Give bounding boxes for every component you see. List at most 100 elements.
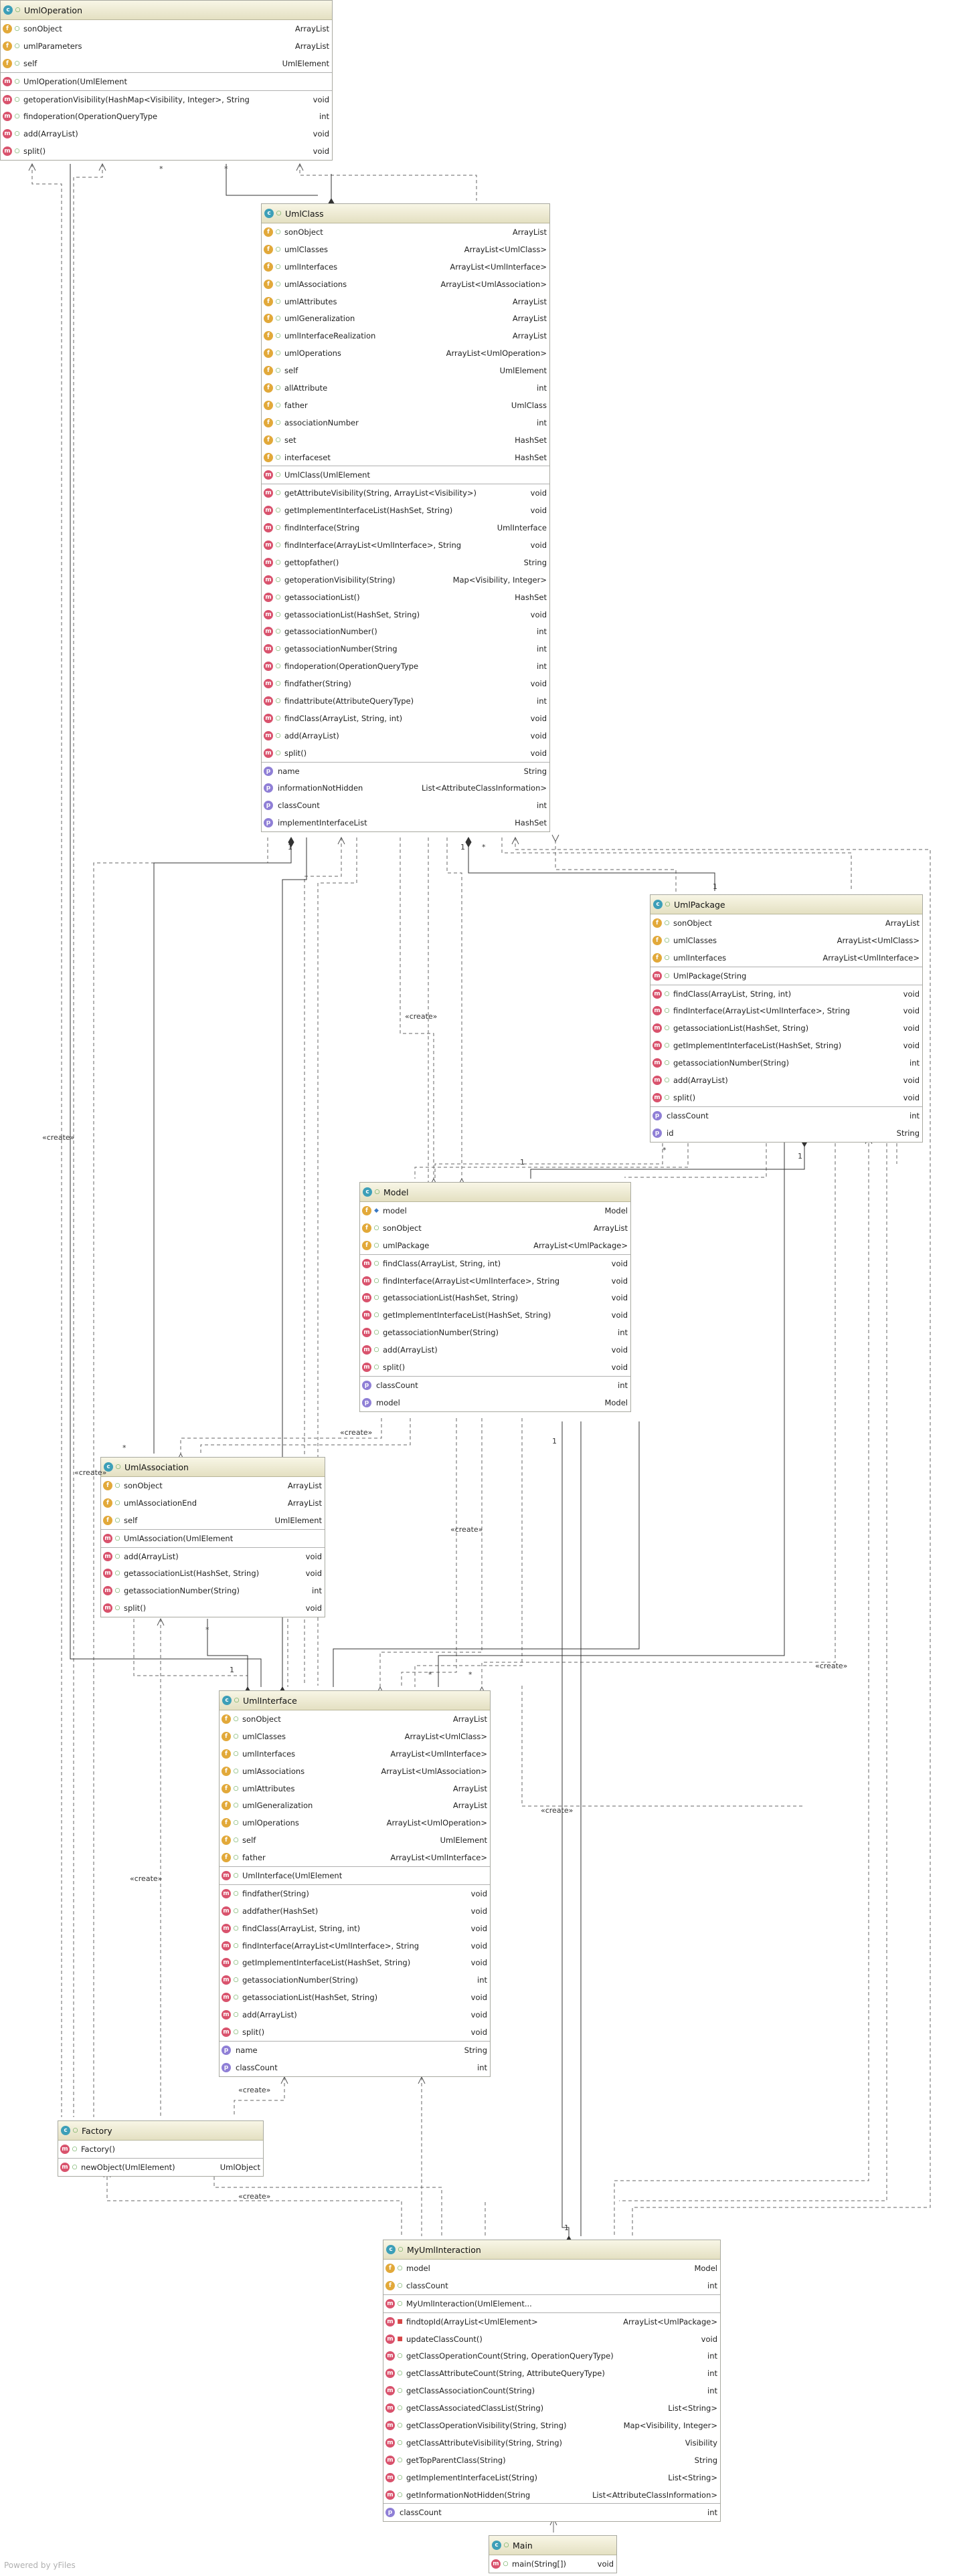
- member-row[interactable]: m■findtopId(ArrayList<UmlElement>ArrayLi…: [383, 2313, 720, 2331]
- member-row[interactable]: m○add(ArrayList)void: [1, 125, 332, 142]
- member-row[interactable]: m○getClassOperationCount(String, Operati…: [383, 2347, 720, 2365]
- member-row[interactable]: m○getassociationList(HashSet, String)voi…: [262, 606, 549, 623]
- class-header[interactable]: c○Model: [360, 1183, 630, 1202]
- member-row[interactable]: m○getClassAttributeCount(String, Attribu…: [383, 2365, 720, 2382]
- member-row[interactable]: m○getassociationList(HashSet, String)voi…: [220, 1989, 490, 2006]
- member-row[interactable]: m○findfather(String)void: [220, 1885, 490, 1902]
- member-row[interactable]: m○gettopfather()String: [262, 554, 549, 571]
- member-row[interactable]: m○getClassAttributeVisibility(String, St…: [383, 2434, 720, 2452]
- member-row[interactable]: m○getassociationList(HashSet, String)voi…: [360, 1289, 630, 1306]
- class-header[interactable]: c○UmlOperation: [1, 1, 332, 20]
- member-row[interactable]: m○getClassAssociationCount(String)int: [383, 2382, 720, 2399]
- member-row[interactable]: m○MyUmlInteraction(UmlElement...: [383, 2295, 720, 2312]
- member-row[interactable]: m○findInterface(ArrayList<UmlInterface>,…: [360, 1272, 630, 1290]
- member-row[interactable]: m○getassociationList()HashSet: [262, 589, 549, 606]
- member-row[interactable]: m○getImplementInterfaceList(HashSet, Str…: [220, 1954, 490, 1971]
- member-row[interactable]: m○getAttributeVisibility(String, ArrayLi…: [262, 484, 549, 502]
- member-row[interactable]: m○findInterface(ArrayList<UmlInterface>,…: [220, 1937, 490, 1955]
- member-row[interactable]: m○UmlClass(UmlElement: [262, 466, 549, 484]
- member-row[interactable]: m○findattribute(AttributeQueryType)int: [262, 692, 549, 710]
- member-row[interactable]: m○split()void: [101, 1599, 325, 1617]
- member-row[interactable]: m○getoperationVisibility(HashMap<Visibil…: [1, 91, 332, 108]
- class-header[interactable]: c○Main: [489, 2536, 616, 2555]
- member-row[interactable]: m○split()void: [1, 142, 332, 160]
- member-row[interactable]: m○getoperationVisibility(String)Map<Visi…: [262, 571, 549, 589]
- member-row[interactable]: m○getTopParentClass(String)String: [383, 2452, 720, 2469]
- member-row[interactable]: m○findInterface(ArrayList<UmlInterface>,…: [262, 536, 549, 554]
- member-row[interactable]: m○getassociationNumber(String)int: [650, 1054, 922, 1072]
- class-header[interactable]: c○Factory: [58, 2121, 263, 2141]
- member-row[interactable]: m○findClass(ArrayList, String, int)void: [220, 1920, 490, 1937]
- class-header[interactable]: c○MyUmlInteraction: [383, 2240, 720, 2260]
- member-row[interactable]: m○split()void: [262, 745, 549, 762]
- member-row[interactable]: m○split()void: [360, 1359, 630, 1376]
- class-header[interactable]: c○UmlAssociation: [101, 1458, 325, 1477]
- member-row[interactable]: m○add(ArrayList)void: [360, 1341, 630, 1359]
- member-row[interactable]: m○getassociationNumber(String)int: [220, 1971, 490, 1989]
- member-row[interactable]: m■updateClassCount()void: [383, 2331, 720, 2348]
- member-row[interactable]: m○newObject(UmlElement)UmlObject: [58, 2159, 263, 2176]
- member-row[interactable]: m○add(ArrayList)void: [101, 1548, 325, 1565]
- member-row[interactable]: m○getassociationNumber(String)int: [360, 1324, 630, 1341]
- member-row[interactable]: m○getassociationNumber(String)int: [101, 1582, 325, 1599]
- member-row[interactable]: m○UmlInterface(UmlElement: [220, 1867, 490, 1884]
- member-row[interactable]: m○add(ArrayList)void: [650, 1072, 922, 1089]
- member-row[interactable]: m○getImplementInterfaceList(HashSet, Str…: [360, 1306, 630, 1324]
- class-header[interactable]: c○UmlPackage: [650, 895, 922, 914]
- class-header[interactable]: c○UmlInterface: [220, 1691, 490, 1710]
- member-row[interactable]: m○getassociationList(HashSet, String)voi…: [101, 1565, 325, 1582]
- member-row[interactable]: m○split()void: [650, 1089, 922, 1106]
- member-row[interactable]: m○getClassOperationVisibility(String, St…: [383, 2417, 720, 2434]
- class-header[interactable]: c○UmlClass: [262, 204, 549, 223]
- member-row[interactable]: m○getassociationList(HashSet, String)voi…: [650, 1019, 922, 1037]
- member-row[interactable]: m○add(ArrayList)void: [220, 2006, 490, 2023]
- member-row[interactable]: m○findClass(ArrayList, String, int)void: [360, 1255, 630, 1272]
- member-row[interactable]: m○getImplementInterfaceList(HashSet, Str…: [262, 502, 549, 519]
- member-row[interactable]: m○findfather(String)void: [262, 675, 549, 692]
- member-row[interactable]: m○split()void: [220, 2023, 490, 2041]
